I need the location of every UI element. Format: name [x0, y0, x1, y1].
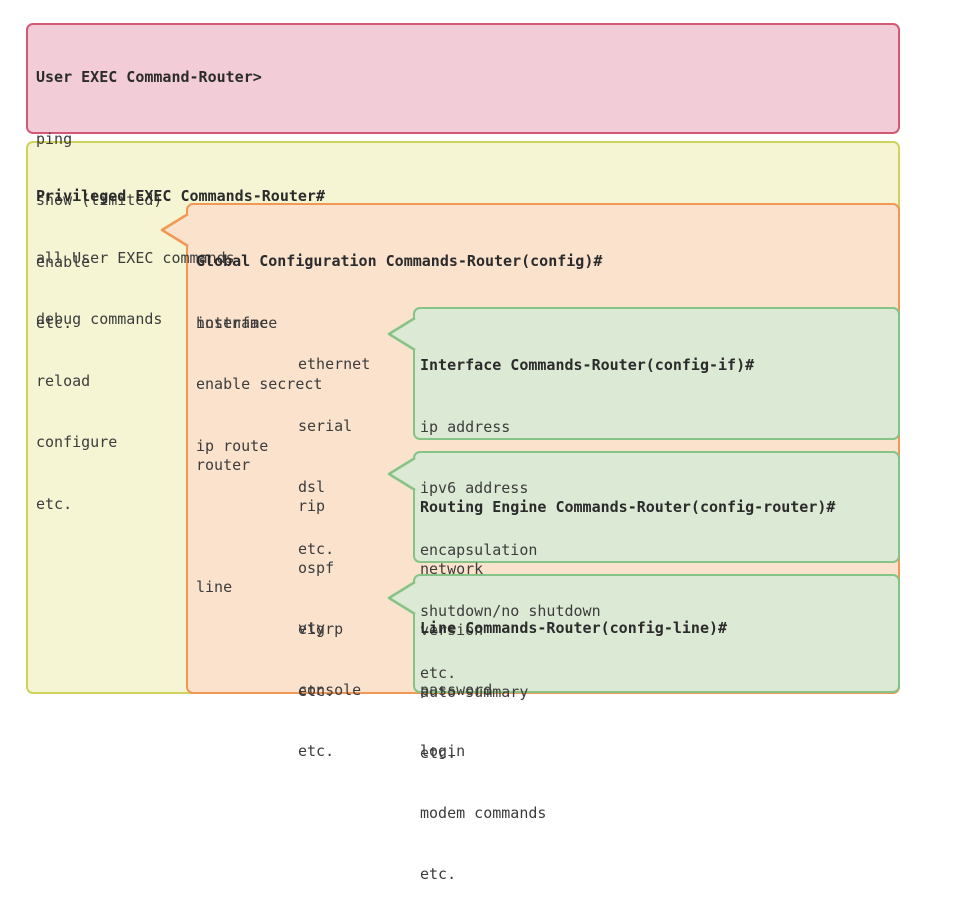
line-mode-item: modem commands	[420, 803, 547, 822]
routing-mode-item: version	[420, 621, 484, 639]
arrow-router-to-routing-mode	[387, 456, 416, 492]
line-mode-item: etc.	[420, 865, 457, 883]
router-types: rip ospf eigrp etc.	[298, 455, 343, 722]
user-exec-item: etc.	[36, 314, 73, 332]
line-group-label: line	[196, 578, 233, 596]
routing-mode-box	[413, 451, 900, 563]
line-mode-item: password	[420, 680, 493, 699]
routing-mode-item: auto summary	[420, 682, 529, 701]
line-type-item: vty	[298, 619, 326, 637]
global-config-item: hostname	[196, 313, 269, 332]
line-mode-text: Line Commands-Router(config-line)# passw…	[420, 577, 727, 905]
privileged-exec-text: Privileged EXEC Commands-Router# all Use…	[36, 145, 325, 535]
interface-mode-item: ipv6 address	[420, 479, 529, 497]
arrow-line-to-line-mode	[387, 580, 416, 616]
interface-types: ethernet serial dsl etc.	[298, 313, 370, 580]
interface-type-item: serial	[298, 416, 353, 435]
privileged-exec-item: all User EXEC commands	[36, 248, 235, 267]
user-exec-text: User EXEC Command-Router> ping show (lim…	[36, 26, 262, 354]
arrow-configure-to-global	[160, 212, 189, 248]
line-types: vty console etc.	[298, 577, 361, 782]
interface-group-label: interface	[196, 314, 278, 332]
privileged-exec-item: reload	[36, 371, 91, 390]
arrow-interface-to-if-mode	[387, 316, 416, 352]
routing-mode-title: Routing Engine Commands-Router(config-ro…	[420, 498, 836, 516]
interface-mode-box	[413, 307, 900, 440]
privileged-exec-item: debug commands	[36, 310, 163, 328]
interface-type-item: etc.	[298, 539, 335, 558]
privileged-exec-item: configure	[36, 433, 118, 451]
global-config-item: ip route	[196, 436, 269, 455]
line-type-item: etc.	[298, 742, 335, 760]
privileged-exec-title: Privileged EXEC Commands-Router#	[36, 187, 325, 205]
line-mode-box	[413, 574, 900, 693]
interface-mode-text: Interface Commands-Router(config-if)# ip…	[420, 314, 754, 704]
global-config-title: Global Configuration Commands-Router(con…	[196, 252, 603, 270]
user-exec-item: ping	[36, 129, 73, 148]
user-exec-box	[26, 23, 900, 134]
global-config-item: enable secrect	[196, 375, 323, 393]
interface-mode-item: shutdown/no shutdown	[420, 602, 601, 620]
interface-mode-item: encapsulation	[420, 540, 538, 559]
privileged-exec-item: etc.	[36, 494, 73, 513]
router-type-item: eigrp	[298, 620, 344, 638]
router-type-item: ospf	[298, 558, 335, 577]
interface-mode-item: etc.	[420, 663, 457, 682]
interface-mode-item: ip address	[420, 417, 511, 436]
routing-mode-item: network	[420, 559, 484, 578]
user-exec-item: show (limited)	[36, 191, 163, 209]
interface-type-item: ethernet	[298, 355, 371, 373]
line-mode-item: login	[420, 742, 466, 760]
pointer-arrows	[160, 212, 416, 616]
line-mode-title: Line Commands-Router(config-line)#	[420, 619, 728, 637]
user-exec-title: User EXEC Command-Router>	[36, 68, 262, 86]
router-type-item: etc.	[298, 681, 335, 700]
global-config-text: Global Configuration Commands-Router(con…	[196, 210, 602, 477]
user-exec-item: enable	[36, 252, 91, 271]
router-type-item: rip	[298, 497, 326, 515]
line-type-item: console	[298, 680, 362, 699]
router-group-label: router	[196, 456, 251, 474]
interface-type-item: dsl	[298, 478, 326, 496]
interface-mode-title: Interface Commands-Router(config-if)#	[420, 356, 755, 374]
